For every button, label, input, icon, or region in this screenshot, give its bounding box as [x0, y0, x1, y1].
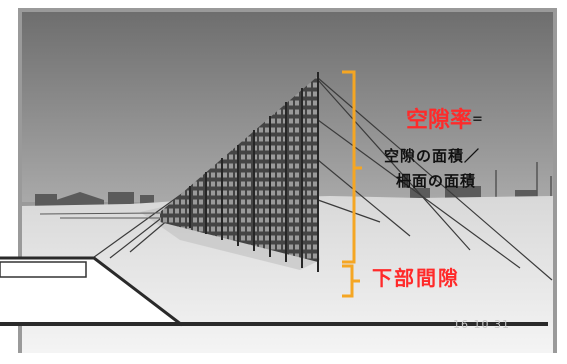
void-ratio-label: 空隙率 [406, 108, 473, 133]
far-fence-line [39, 212, 161, 219]
callout-tab [0, 261, 87, 278]
void-ratio-bracket [342, 70, 362, 264]
definition-line-1: 空隙の面積／ [384, 147, 481, 165]
lower-gap-label: 下部間隙 [372, 266, 460, 290]
callout-outline [0, 256, 183, 327]
fence-posts [189, 72, 319, 272]
definition-line-2: 柵面の面積 [396, 172, 477, 190]
divider-line [0, 322, 548, 326]
date-stamp: 16 10 31 [453, 318, 510, 331]
equals-sign: = [472, 112, 483, 127]
lower-gap-bracket [342, 264, 360, 298]
void-ratio-term: 空隙率= [406, 110, 483, 132]
